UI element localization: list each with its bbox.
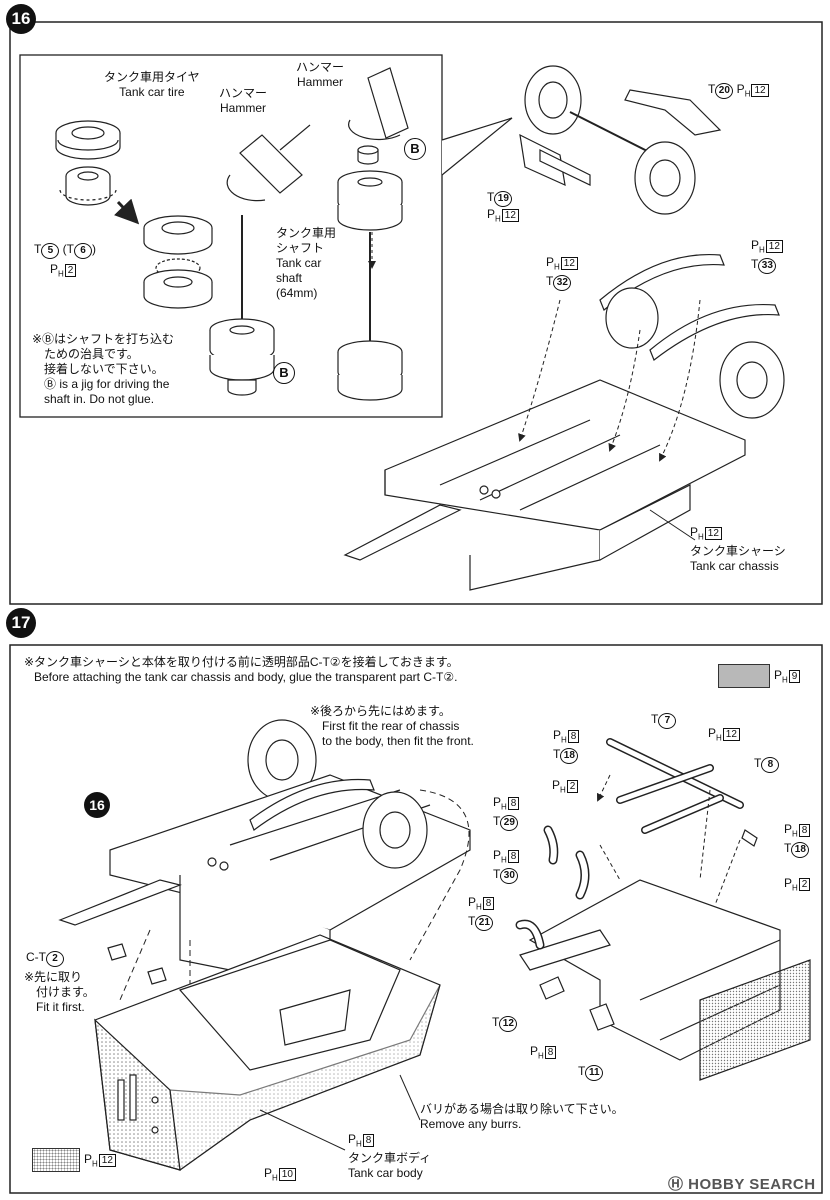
- chassis-16: [343, 379, 746, 591]
- axle-assembly: [519, 65, 722, 215]
- hoses-pipes: [515, 738, 758, 1031]
- color-swatch-gray: [718, 664, 770, 688]
- jig-b-label-bottom: B: [273, 362, 295, 384]
- hammer-right: [348, 67, 409, 141]
- hobbysearch-watermark: Ⓗ HOBBY SEARCH: [668, 1176, 816, 1193]
- step17-frame: [9, 644, 823, 1194]
- color-swatch-dotted: [32, 1148, 80, 1172]
- step16-frame: [9, 21, 823, 605]
- wheel-on-shaft-right: [337, 170, 403, 401]
- tire-parts-assembled: [143, 215, 213, 309]
- burr-note: バリがある場合は取り除いて下さい。 Remove any burrs.: [420, 1102, 624, 1131]
- clear-parts-ct2: [107, 943, 167, 985]
- chassis-17-right: [519, 879, 811, 1081]
- ref-step-16-badge: 16: [84, 792, 110, 818]
- jig-b-part: [357, 145, 379, 165]
- tank-body: [94, 934, 441, 1172]
- fit-first-note: ※先に取り 付けます。 Fit it first.: [24, 970, 95, 1014]
- wheel-on-shaft-left: [209, 318, 275, 396]
- jig-note: ※Ⓑはシャフトを打ち込む ための治具です。 接着しないで下さい。 Ⓑ is a …: [32, 332, 175, 406]
- tire-parts-left: [55, 120, 121, 206]
- logo-mark-icon: Ⓗ: [668, 1176, 689, 1193]
- rear-first-note: ※後ろから先にはめます。 First fit the rear of chass…: [310, 704, 474, 748]
- step17-note: ※タンク車シャーシと本体を取り付ける前に透明部品C-T②を接着しておきます。 B…: [24, 655, 459, 684]
- hammer-left: [226, 124, 311, 202]
- step-16-badge: 16: [6, 4, 36, 34]
- leaf-springs: [599, 253, 785, 419]
- step-17-badge: 17: [6, 608, 36, 638]
- jig-b-label-top: B: [404, 138, 426, 160]
